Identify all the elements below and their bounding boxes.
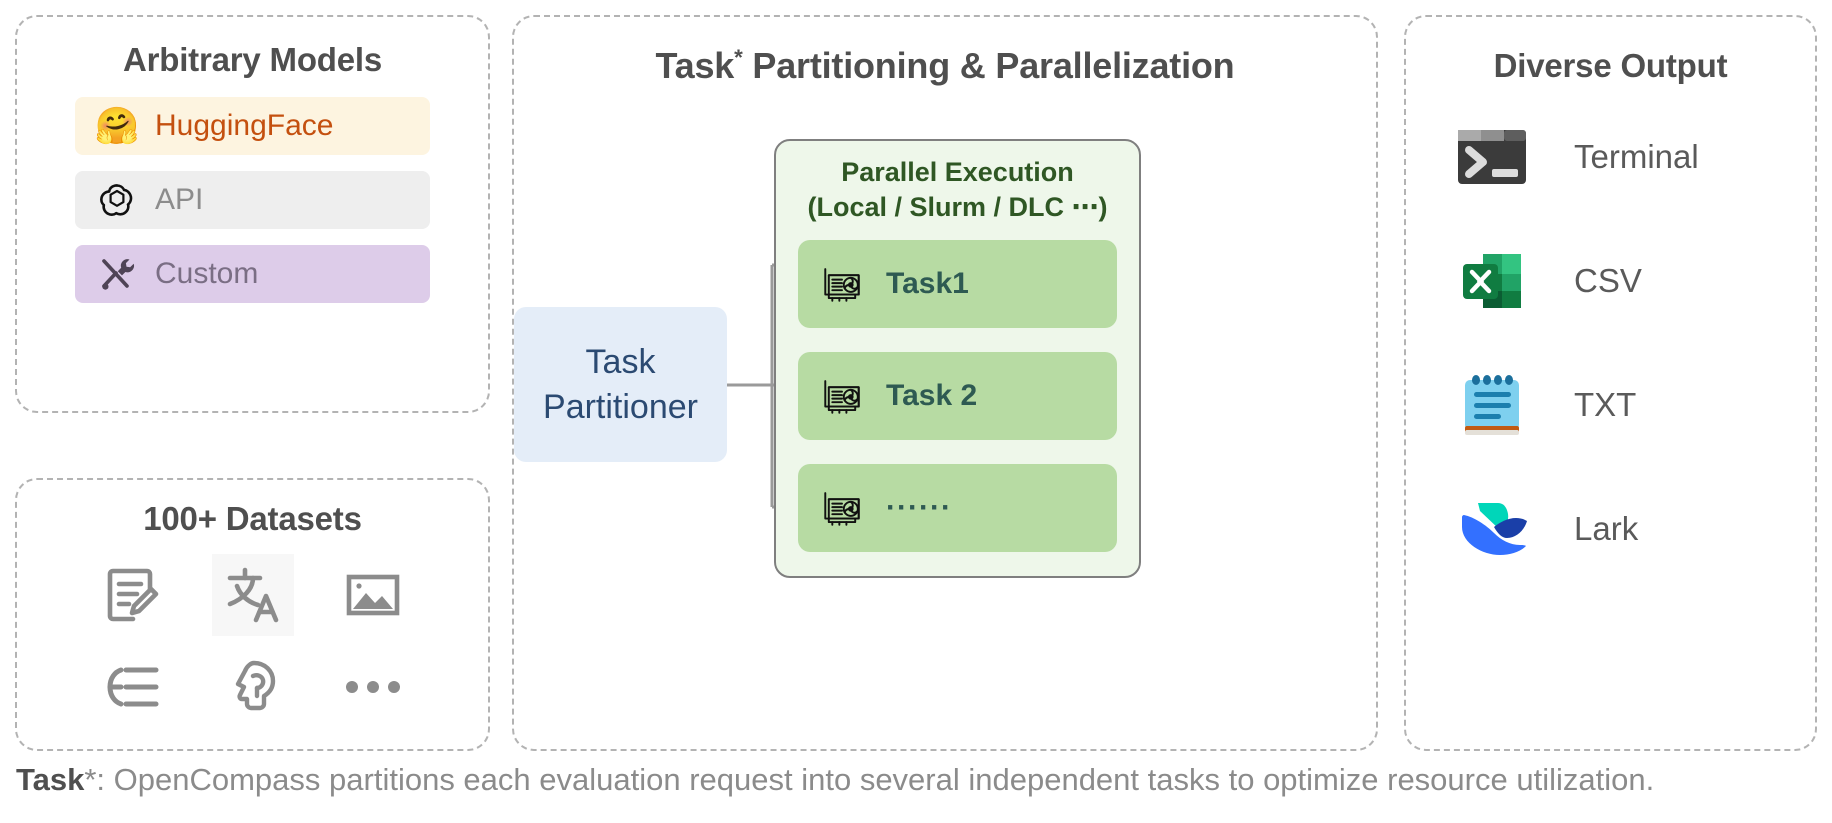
model-label-api: API (155, 183, 204, 216)
output-label-txt: TXT (1574, 386, 1637, 423)
exec-title-line1: Parallel Execution (841, 157, 1074, 187)
openai-logo-icon (95, 178, 139, 222)
task-card[interactable]: Task1 (798, 240, 1117, 329)
output-label-terminal: Terminal (1574, 138, 1699, 175)
central-title-main: Task (655, 45, 735, 86)
partitioner-line1: Task (585, 342, 656, 381)
model-label-custom: Custom (155, 257, 259, 290)
parallel-execution-title: Parallel Execution (Local / Slurm / DLC … (776, 155, 1139, 224)
excel-csv-icon (1456, 245, 1528, 317)
caption-bold: Task (16, 762, 85, 797)
panel-title-datasets: 100+ Datasets (143, 500, 362, 537)
output-row-csv[interactable]: CSV (1406, 245, 1815, 317)
panel-diverse-output: Diverse Output Terminal (1404, 15, 1817, 751)
terminal-icon (1456, 121, 1528, 193)
caption-footnote: Task*: OpenCompass partitions each evalu… (16, 762, 1826, 798)
gpu-card-icon (820, 262, 864, 306)
head-reasoning-icon[interactable] (212, 646, 294, 728)
lark-icon (1456, 493, 1528, 565)
output-row-txt[interactable]: TXT (1406, 369, 1815, 441)
partitioner-line2: Partitioner (543, 387, 698, 426)
panel-task-partitioning: Task* Partitioning & Parallelization T (512, 15, 1378, 751)
task-card[interactable]: Task 2 (798, 352, 1117, 441)
panel-title-central: Task* Partitioning & Parallelization (514, 45, 1376, 87)
exec-title-line2: (Local / Slurm / DLC ⋯) (807, 191, 1108, 222)
panel-datasets: 100+ Datasets (15, 478, 490, 751)
image-picture-icon[interactable] (332, 554, 414, 636)
panel-arbitrary-models: Arbitrary Models 🤗 HuggingFace (15, 15, 490, 413)
document-edit-icon[interactable] (92, 554, 174, 636)
notepad-txt-icon (1456, 369, 1528, 441)
central-title-star: * (734, 45, 743, 70)
output-list: Terminal CSV (1406, 121, 1815, 565)
model-list: 🤗 HuggingFace (75, 97, 430, 303)
gpu-card-icon (820, 486, 864, 530)
output-label-csv: CSV (1574, 262, 1642, 299)
task-card[interactable]: ······ (798, 464, 1117, 553)
task-card-list: Task1 (798, 240, 1117, 553)
caption-rest: *: OpenCompass partitions each evaluatio… (84, 762, 1655, 797)
output-row-terminal[interactable]: Terminal (1406, 121, 1815, 193)
gpu-card-icon (820, 374, 864, 418)
translate-icon[interactable] (211, 554, 294, 636)
central-title-rest: Partitioning & Parallelization (742, 45, 1235, 86)
task-label: Task 2 (886, 379, 978, 413)
indent-list-icon[interactable] (92, 646, 174, 728)
ellipsis-more-icon[interactable] (332, 646, 414, 728)
panel-title-arbitrary-models: Arbitrary Models (122, 41, 383, 78)
task-label: ······ (886, 491, 952, 525)
model-label-huggingface: HuggingFace (155, 109, 334, 142)
parallel-execution-box: Parallel Execution (Local / Slurm / DLC … (774, 139, 1141, 578)
model-row-huggingface[interactable]: 🤗 HuggingFace (75, 97, 430, 155)
task-label: Task1 (886, 267, 969, 301)
hugging-face-icon: 🤗 (94, 105, 140, 146)
model-row-api[interactable]: API (75, 171, 430, 229)
output-row-lark[interactable]: Lark (1406, 493, 1815, 565)
model-row-custom[interactable]: Custom (75, 245, 430, 303)
panel-title-diverse-output: Diverse Output (1493, 47, 1728, 84)
output-label-lark: Lark (1574, 510, 1639, 547)
task-partitioner-box[interactable]: Task Partitioner (514, 307, 727, 462)
dataset-icon-grid (73, 554, 433, 728)
tools-icon (95, 252, 139, 296)
